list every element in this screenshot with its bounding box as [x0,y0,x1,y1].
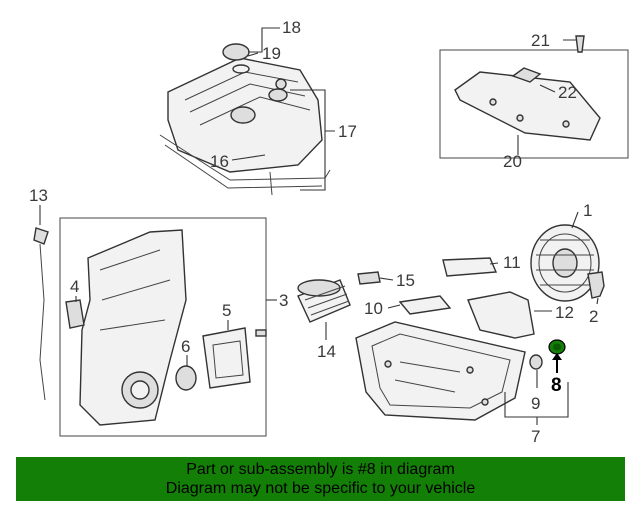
bolt-21 [575,35,585,53]
callout-11[interactable]: 11 [503,253,521,272]
callout-6[interactable]: 6 [181,337,190,356]
valve-cover [159,43,331,196]
callout-2[interactable]: 2 [589,307,598,326]
stiffener-12 [467,291,535,339]
washer-9 [529,354,543,370]
callout-4[interactable]: 4 [70,277,79,296]
callout-1[interactable]: 1 [583,201,592,220]
engine-cover [454,67,601,141]
parts-diagram: 1 2 3 4 5 6 7 8 9 10 11 12 13 14 15 16 1… [29,18,629,446]
callout-14[interactable]: 14 [317,342,336,361]
oil-pan [355,321,526,421]
part-info-banner: Part or sub-assembly is #8 in diagram Di… [16,457,625,501]
dipstick-handle [33,227,49,245]
callout-21[interactable]: 21 [531,31,550,50]
callout-13[interactable]: 13 [29,186,48,205]
pulley-bolt [587,271,605,299]
callout-17[interactable]: 17 [338,122,357,141]
timing-cover-group [59,217,267,437]
oil-sensor-15 [357,271,381,285]
callout-15[interactable]: 15 [396,271,415,290]
callout-8[interactable]: 8 [551,375,562,396]
callout-22[interactable]: 22 [558,83,577,102]
callout-3[interactable]: 3 [279,291,288,310]
drain-bolt-highlight [548,339,566,373]
callout-5[interactable]: 5 [222,301,231,320]
callout-20[interactable]: 20 [503,152,522,171]
callout-12[interactable]: 12 [555,303,574,322]
callout-19[interactable]: 19 [262,44,281,63]
oil-pump-cover [175,327,267,391]
gasket-10 [398,295,452,315]
bracket-11 [442,257,498,277]
banner-line-disclaimer: Diagram may not be specific to your vehi… [165,480,476,497]
crank-pulley [530,224,600,302]
callout-9[interactable]: 9 [531,394,540,413]
oil-filter [297,279,351,323]
banner-line-part: Part or sub-assembly is #8 in diagram [186,461,455,478]
callout-10[interactable]: 10 [364,299,383,318]
callout-16[interactable]: 16 [210,152,229,171]
timing-cover [65,229,187,426]
frame-cover-group [439,49,629,159]
callout-7[interactable]: 7 [531,427,540,446]
callout-18[interactable]: 18 [282,18,301,37]
